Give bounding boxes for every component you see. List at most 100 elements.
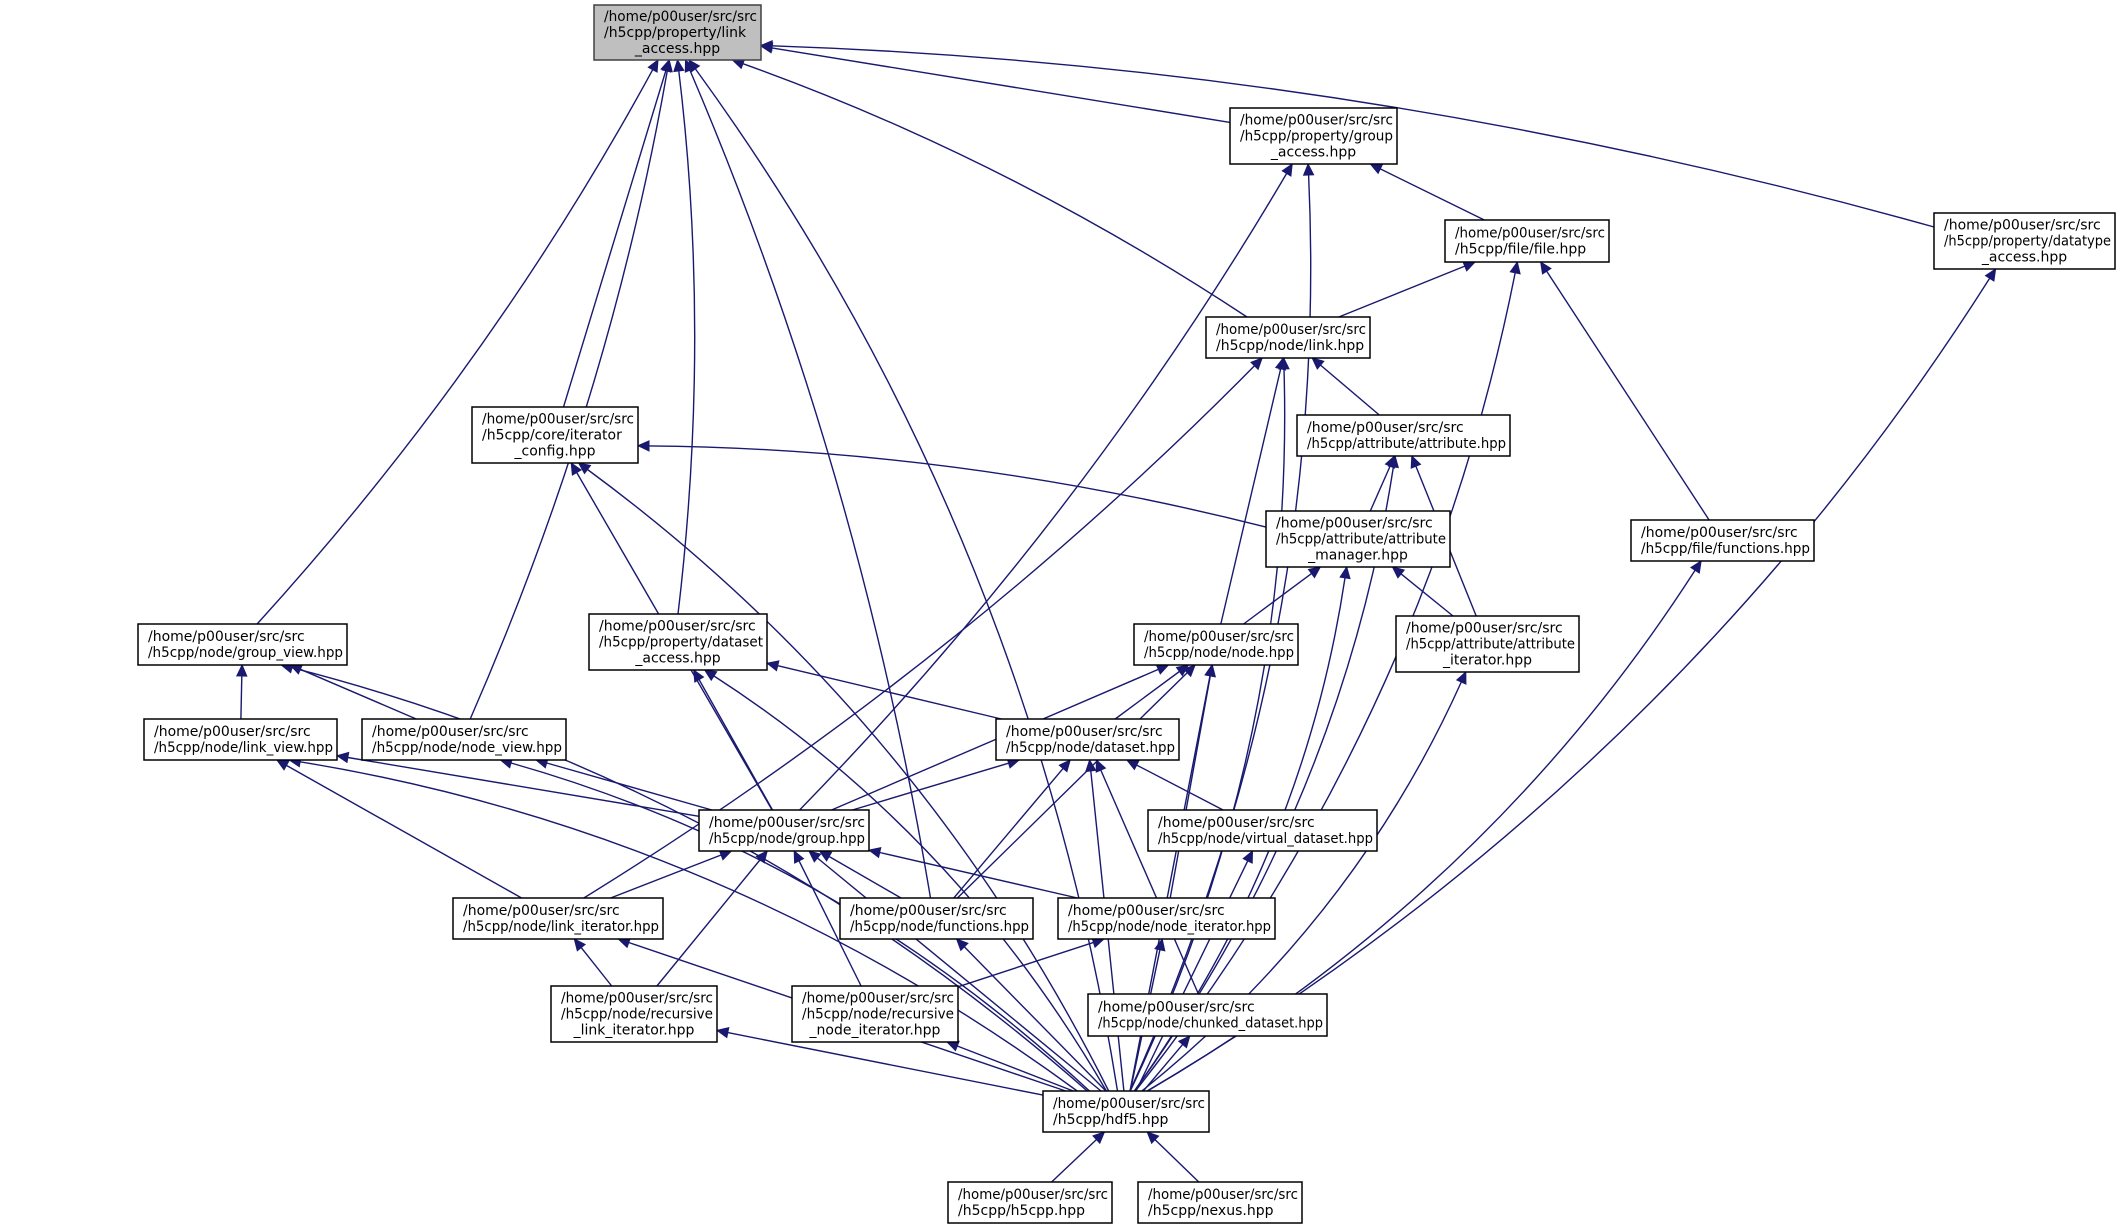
node-box[interactable] bbox=[361, 718, 567, 761]
node-group-access[interactable]: /home/p00user/src/src/h5cpp/property/gro… bbox=[1229, 107, 1398, 165]
edge-group-to-node_view bbox=[546, 762, 713, 811]
arrowhead-icon bbox=[1391, 566, 1406, 579]
node-label-line: /h5cpp/node/link_iterator.hpp bbox=[463, 919, 659, 935]
arrowhead-icon bbox=[1462, 260, 1477, 272]
node-link-iterator[interactable]: /home/p00user/src/src/h5cpp/node/link_it… bbox=[452, 897, 664, 940]
node-box[interactable] bbox=[1630, 519, 1815, 562]
node-dataset[interactable]: /home/p00user/src/src/h5cpp/node/dataset… bbox=[995, 718, 1180, 761]
arrowhead-icon bbox=[759, 40, 773, 52]
node-h5cpp[interactable]: /home/p00user/src/src/h5cpp/h5cpp.hpp bbox=[947, 1181, 1113, 1224]
arrowhead-icon bbox=[1204, 663, 1216, 678]
node-label-line: /home/p00user/src/src bbox=[958, 1187, 1108, 1203]
node-label-line: /h5cpp/attribute/attribute.hpp bbox=[1307, 436, 1506, 452]
node-label-line: /home/p00user/src/src bbox=[1158, 815, 1315, 831]
node-link-view[interactable]: /home/p00user/src/src/h5cpp/node/link_vi… bbox=[143, 718, 338, 761]
node-label-line: _access.hpp bbox=[634, 651, 720, 667]
node-box[interactable] bbox=[1147, 809, 1378, 852]
node-label-line: /home/p00user/src/src bbox=[1216, 322, 1366, 338]
arrowhead-icon bbox=[577, 462, 592, 475]
arrowhead-icon bbox=[1155, 664, 1170, 675]
node-box[interactable] bbox=[137, 623, 348, 666]
node-virtual-dataset[interactable]: /home/p00user/src/src/h5cpp/node/virtual… bbox=[1147, 809, 1378, 852]
node-file-functions[interactable]: /home/p00user/src/src/h5cpp/file/functio… bbox=[1630, 519, 1815, 562]
node-node-iterator[interactable]: /home/p00user/src/src/h5cpp/node/node_it… bbox=[1057, 897, 1276, 940]
node-label-line: /home/p00user/src/src bbox=[802, 991, 954, 1007]
edge-hdf5-to-attribute_iterator bbox=[1141, 681, 1462, 1092]
node-node-view[interactable]: /home/p00user/src/src/h5cpp/node/node_vi… bbox=[361, 718, 567, 761]
node-box[interactable] bbox=[1042, 1090, 1210, 1133]
node-box[interactable] bbox=[588, 613, 768, 671]
node-box[interactable] bbox=[550, 985, 718, 1043]
node-functions[interactable]: /home/p00user/src/src/h5cpp/node/functio… bbox=[839, 897, 1034, 940]
node-box[interactable] bbox=[698, 809, 870, 852]
arrowhead-icon bbox=[1984, 267, 1997, 282]
node-datatype-access[interactable]: /home/p00user/src/src/h5cpp/property/dat… bbox=[1933, 212, 2116, 270]
edge-hdf5-to-group bbox=[816, 857, 1102, 1092]
node-box[interactable] bbox=[839, 897, 1034, 940]
node-box[interactable] bbox=[1229, 107, 1398, 165]
edge-group-to-dataset_access bbox=[698, 679, 774, 811]
node-attribute-manager[interactable]: /home/p00user/src/src/h5cpp/attribute/at… bbox=[1265, 510, 1451, 568]
arrowhead-icon bbox=[236, 663, 248, 677]
node-box[interactable] bbox=[1205, 316, 1371, 359]
node-box[interactable] bbox=[1444, 219, 1610, 263]
node-box[interactable] bbox=[791, 985, 959, 1043]
edge-hdf5-to-recursive_link_iterator bbox=[727, 1031, 1044, 1096]
node-label-line: /h5cpp/node/chunked_dataset.hpp bbox=[1098, 1016, 1323, 1032]
node-nexus[interactable]: /home/p00user/src/src/h5cpp/nexus.hpp bbox=[1137, 1181, 1303, 1224]
arrowhead-icon bbox=[1177, 1035, 1191, 1049]
edge-node-to-link bbox=[1220, 368, 1282, 625]
edge-attribute-to-link bbox=[1320, 364, 1380, 416]
node-hdf5[interactable]: /home/p00user/src/src/h5cpp/hdf5.hpp bbox=[1042, 1090, 1210, 1133]
node-label-line: /h5cpp/file/file.hpp bbox=[1455, 242, 1586, 258]
node-node[interactable]: /home/p00user/src/src/h5cpp/node/node.hp… bbox=[1133, 623, 1299, 666]
node-box[interactable] bbox=[1265, 510, 1451, 568]
edge-link_iterator-to-link bbox=[583, 365, 1255, 899]
edge-node_iterator-to-group bbox=[879, 851, 1078, 899]
node-label-line: _config.hpp bbox=[514, 444, 596, 460]
node-box[interactable] bbox=[1057, 897, 1276, 940]
node-link-access[interactable]: /home/p00user/src/src/h5cpp/property/lin… bbox=[593, 4, 762, 61]
node-attribute-iterator[interactable]: /home/p00user/src/src/h5cpp/attribute/at… bbox=[1395, 615, 1580, 673]
node-group[interactable]: /home/p00user/src/src/h5cpp/node/group.h… bbox=[698, 809, 870, 852]
edge-datatype_access-to-link_access bbox=[771, 45, 1935, 228]
node-link[interactable]: /home/p00user/src/src/h5cpp/node/link.hp… bbox=[1205, 316, 1371, 359]
node-box[interactable] bbox=[995, 718, 1180, 761]
node-box[interactable] bbox=[593, 4, 762, 61]
node-attribute[interactable]: /home/p00user/src/src/h5cpp/attribute/at… bbox=[1296, 414, 1511, 457]
node-recursive-node-iterator[interactable]: /home/p00user/src/src/h5cpp/node/recursi… bbox=[791, 985, 959, 1043]
node-box[interactable] bbox=[1133, 623, 1299, 666]
node-recursive-link-iterator[interactable]: /home/p00user/src/src/h5cpp/node/recursi… bbox=[550, 985, 718, 1043]
arrowhead-icon bbox=[1455, 670, 1467, 685]
node-label-line: _access.hpp bbox=[1270, 145, 1356, 161]
edge-hdf5-to-recursive_node_iterator bbox=[957, 1045, 1074, 1092]
edge-node_view-to-link_access bbox=[469, 70, 668, 720]
node-box[interactable] bbox=[1296, 414, 1511, 457]
node-box[interactable] bbox=[471, 406, 639, 464]
node-box[interactable] bbox=[143, 718, 338, 761]
node-label-line: /h5cpp/h5cpp.hpp bbox=[958, 1203, 1085, 1219]
edge-hdf5-to-dataset_access bbox=[713, 675, 1108, 1092]
node-box[interactable] bbox=[1137, 1181, 1303, 1224]
arrowhead-icon bbox=[693, 668, 705, 683]
node-box[interactable] bbox=[1933, 212, 2116, 270]
node-box[interactable] bbox=[947, 1181, 1113, 1224]
node-file[interactable]: /home/p00user/src/src/h5cpp/file/file.hp… bbox=[1444, 219, 1610, 263]
node-dataset-access[interactable]: /home/p00user/src/src/h5cpp/property/dat… bbox=[588, 613, 768, 671]
node-box[interactable] bbox=[1395, 615, 1580, 673]
node-label-line: /h5cpp/property/link bbox=[604, 25, 747, 41]
arrowhead-icon bbox=[636, 440, 650, 452]
node-box[interactable] bbox=[1087, 993, 1328, 1037]
edge-file-to-group_access bbox=[1379, 168, 1485, 221]
edge-link_iterator-to-group bbox=[610, 854, 722, 899]
node-iterator-config[interactable]: /home/p00user/src/src/h5cpp/core/iterato… bbox=[471, 406, 639, 464]
node-chunked-dataset[interactable]: /home/p00user/src/src/h5cpp/node/chunked… bbox=[1087, 993, 1328, 1037]
arrowhead-icon bbox=[647, 58, 659, 73]
edge-hdf5-to-link_view bbox=[300, 761, 1078, 1092]
node-label-line: /h5cpp/node/recursive bbox=[561, 1007, 713, 1023]
node-group-view[interactable]: /home/p00user/src/src/h5cpp/node/group_v… bbox=[137, 623, 348, 666]
node-box[interactable] bbox=[452, 897, 664, 940]
edge-link-to-file bbox=[1338, 265, 1466, 318]
node-label-line: /home/p00user/src/src bbox=[372, 724, 529, 740]
node-label-line: /h5cpp/node/group_view.hpp bbox=[148, 645, 343, 661]
